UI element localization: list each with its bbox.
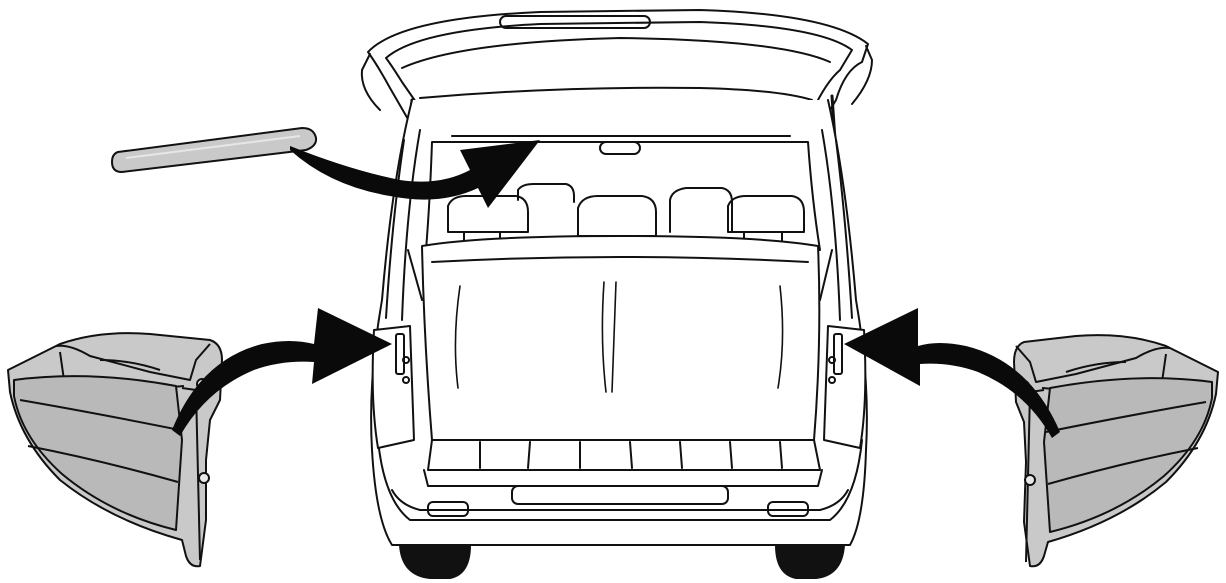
left-rear-combination-lamp <box>8 333 222 566</box>
right-rear-combination-lamp <box>1014 335 1218 566</box>
rear-seat-back <box>422 236 819 440</box>
left-tire <box>400 545 470 578</box>
high-mount-stop-lamp-lens <box>112 128 316 172</box>
right-tire <box>776 545 844 578</box>
